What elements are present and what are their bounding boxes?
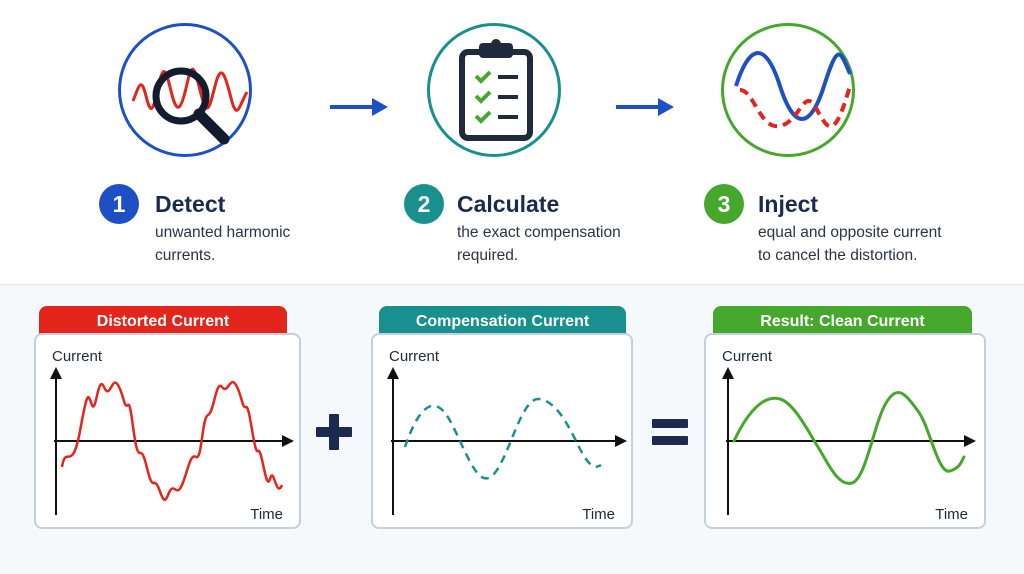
x-axis-arrowhead bbox=[615, 435, 627, 447]
step-3-number-badge: 3 bbox=[704, 184, 744, 224]
y-axis-arrowhead bbox=[387, 367, 399, 379]
y-axis-arrowhead bbox=[722, 367, 734, 379]
equals-icon bbox=[652, 419, 688, 445]
dashed-red-wave bbox=[739, 85, 852, 129]
y-axis-arrowhead bbox=[50, 367, 62, 379]
clipboard-checklist-icon bbox=[459, 39, 533, 141]
y-axis-label: Current bbox=[389, 348, 440, 365]
noisy-red-waveform bbox=[131, 67, 249, 112]
clean-sine-waveform bbox=[732, 391, 966, 485]
step-1-desc-line-2: currents. bbox=[155, 247, 216, 264]
solid-blue-wave bbox=[734, 51, 852, 121]
step-2-circle bbox=[427, 23, 561, 157]
plus-icon bbox=[316, 414, 352, 450]
x-axis-label: Time bbox=[250, 506, 283, 523]
clean-current-plot bbox=[722, 367, 976, 515]
arrow-right-icon bbox=[330, 98, 388, 116]
step-2-title: Calculate bbox=[457, 191, 560, 217]
clean-current-panel: Current Time bbox=[704, 333, 986, 529]
step-1-title: Detect bbox=[155, 191, 226, 217]
step-2-description: the exact compensation required. bbox=[457, 221, 657, 267]
x-axis-label: Time bbox=[582, 506, 615, 523]
distorted-waveform bbox=[60, 380, 284, 501]
x-axis-arrowhead bbox=[282, 435, 294, 447]
compensation-current-header: Compensation Current bbox=[379, 306, 626, 338]
y-axis-label: Current bbox=[52, 348, 103, 365]
compensation-current-panel: Current Time bbox=[371, 333, 633, 529]
step-3-circle bbox=[721, 23, 855, 157]
opposing-waves-icon bbox=[734, 51, 852, 129]
x-axis-label: Time bbox=[935, 506, 968, 523]
y-axis-label: Current bbox=[722, 348, 773, 365]
distorted-current-plot bbox=[50, 367, 294, 515]
step-1-description: unwanted harmonic currents. bbox=[155, 221, 355, 267]
step-1-number-badge: 1 bbox=[99, 184, 139, 224]
magnifier-waveform-icon bbox=[131, 67, 249, 145]
arrow-right-icon bbox=[616, 98, 674, 116]
dashed-compensation-waveform bbox=[403, 397, 602, 480]
distorted-current-panel: Current Time bbox=[34, 333, 301, 529]
distorted-current-header: Distorted Current bbox=[39, 306, 287, 338]
clean-current-header: Result: Clean Current bbox=[713, 306, 972, 338]
step-3-desc-line-1: equal and opposite current bbox=[758, 224, 942, 241]
step-3-desc-line-2: to cancel the distortion. bbox=[758, 247, 918, 264]
step-1-circle bbox=[118, 23, 252, 157]
step-2-desc-line-1: the exact compensation bbox=[457, 224, 621, 241]
step-2-number-badge: 2 bbox=[404, 184, 444, 224]
compensation-current-plot bbox=[387, 367, 627, 515]
step-3-description: equal and opposite current to cancel the… bbox=[758, 221, 988, 267]
x-axis-arrowhead bbox=[964, 435, 976, 447]
step-3-title: Inject bbox=[758, 191, 819, 217]
step-1-desc-line-1: unwanted harmonic bbox=[155, 224, 291, 241]
step-2-desc-line-2: required. bbox=[457, 247, 519, 264]
